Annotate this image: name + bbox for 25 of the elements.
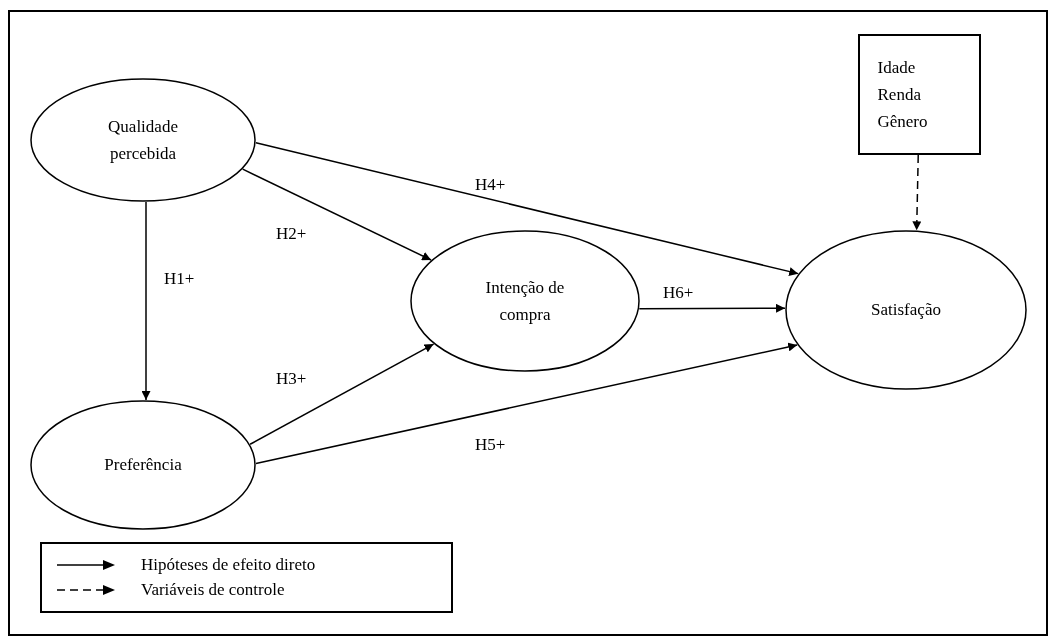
legend-text: Variáveis de controle xyxy=(141,579,285,601)
edge-label: H1+ xyxy=(163,270,196,287)
edge-label: H6+ xyxy=(662,284,695,301)
node-label: Idade Renda Gênero xyxy=(877,56,929,134)
control-variables-box xyxy=(858,34,981,155)
arrow xyxy=(141,201,151,401)
legend-text: Hipóteses de efeito direto xyxy=(141,554,316,576)
construct-ellipse xyxy=(30,400,256,530)
edge-label: H4+ xyxy=(474,176,507,193)
node-label: Intenção de compra xyxy=(484,276,566,326)
node-label: Satisfação xyxy=(871,299,941,322)
edge-label: H3+ xyxy=(275,370,308,387)
arrow xyxy=(241,168,432,261)
node-label: Qualidade percebida xyxy=(107,115,179,165)
construct-ellipse xyxy=(30,78,256,202)
edge-label: H5+ xyxy=(474,436,507,453)
node-label: Preferência xyxy=(104,454,182,477)
construct-ellipse xyxy=(785,230,1027,390)
arrow xyxy=(638,303,786,313)
construct-ellipse xyxy=(410,230,640,372)
arrow xyxy=(255,142,799,276)
arrow xyxy=(255,342,798,465)
arrow xyxy=(912,154,922,232)
arrow xyxy=(249,343,435,446)
edge-label: H2+ xyxy=(275,225,308,242)
